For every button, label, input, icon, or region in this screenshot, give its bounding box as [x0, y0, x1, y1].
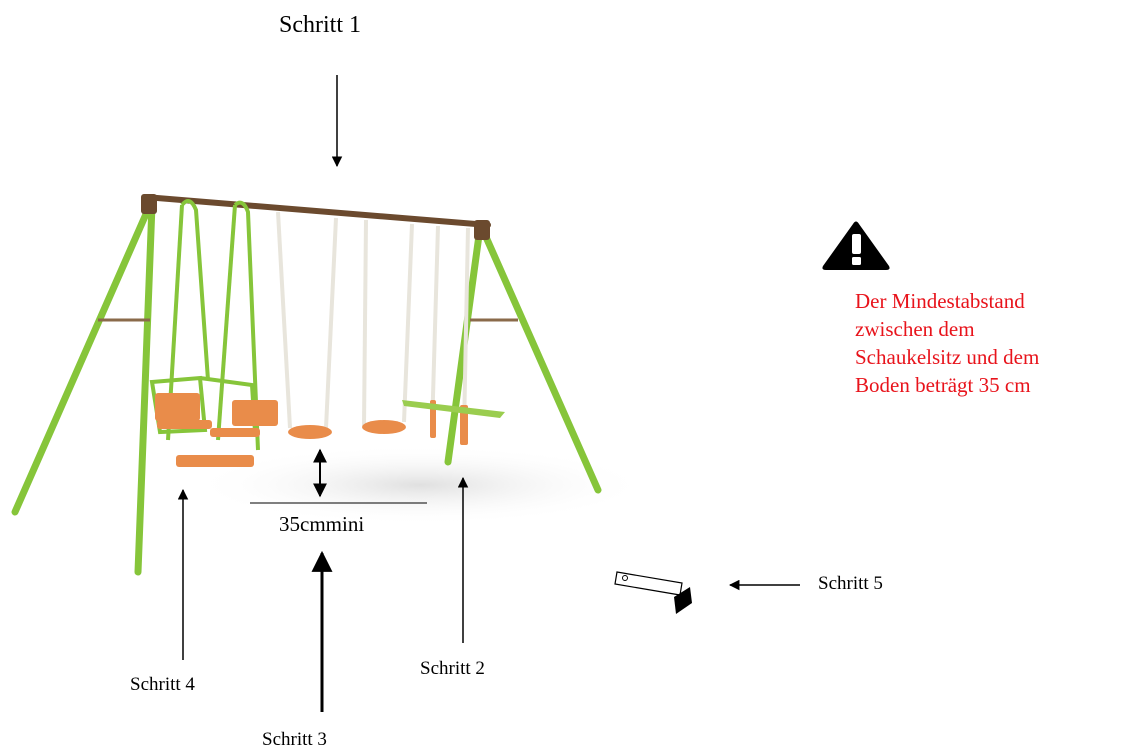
measurement-label: 35cmmini [279, 512, 365, 536]
warning-line: zwischen dem [855, 317, 975, 341]
rope-swings [276, 211, 470, 431]
glider-seats [155, 393, 278, 467]
ground-shadow [190, 445, 650, 525]
step2-label: Schritt 2 [420, 658, 485, 679]
warning-line: Schaukelsitz und dem [855, 345, 1040, 369]
warning-line: Der Mindestabstand [855, 289, 1025, 313]
step4-label: Schritt 4 [130, 674, 195, 695]
step5-label: Schritt 5 [818, 573, 883, 594]
anchor-bracket-icon [614, 571, 692, 614]
step3-label: Schritt 3 [262, 729, 327, 750]
step1-label: Schritt 1 [279, 12, 361, 38]
warning-text: Der Mindestabstand zwischen dem Schaukel… [855, 287, 1130, 399]
warning-line: Boden beträgt 35 cm [855, 373, 1031, 397]
warning-triangle-icon [822, 221, 890, 270]
green-seat [402, 400, 505, 418]
